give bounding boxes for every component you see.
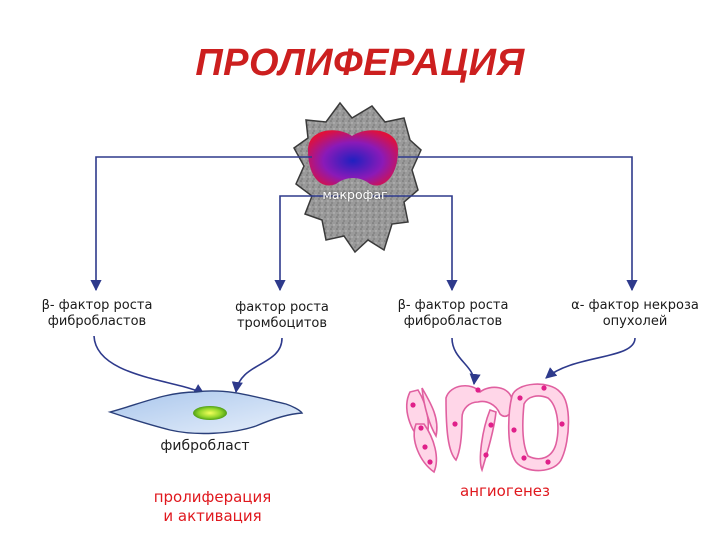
factor-line2: опухолей: [602, 314, 668, 329]
factor-beta-fibroblast-right: β- фактор роста фибробластов: [378, 298, 528, 330]
proliferation-line2: и активация: [163, 507, 262, 525]
macrophage-nucleus: [308, 130, 398, 186]
fibroblast-label: фибробласт: [160, 438, 250, 454]
beta-symbol: β: [41, 298, 50, 313]
angiogenesis-nuclei: [410, 385, 565, 465]
factor-line1: фактор роста: [235, 300, 329, 315]
factor-line1: - фактор некроза: [579, 298, 699, 313]
factor-line2: тромбоцитов: [236, 316, 328, 331]
beta-symbol: β: [397, 298, 406, 313]
factor-tnf-alpha: α- фактор некроза опухолей: [560, 298, 710, 330]
alpha-symbol: α: [571, 298, 580, 313]
factor-line2: фибробластов: [47, 314, 147, 329]
macrophage-cell: [293, 101, 422, 254]
macrophage-label: макрофаг: [322, 187, 388, 202]
angiogenesis-cells: [406, 383, 570, 474]
factor-line1: - фактор роста: [49, 298, 153, 313]
factor-line1: - фактор роста: [405, 298, 509, 313]
angiogenesis-label: ангиогенез: [460, 482, 550, 500]
connector-lines: [90, 156, 638, 395]
fibroblast-nucleus: [193, 406, 227, 420]
factor-line2: фибробластов: [403, 314, 503, 329]
factor-beta-fibroblast-left: β- фактор роста фибробластов: [22, 298, 172, 330]
page-title: ПРОЛИФЕРАЦИЯ: [195, 42, 525, 84]
proliferation-line1: пролиферация: [153, 488, 272, 506]
factor-platelet: фактор роста тромбоцитов: [212, 300, 352, 332]
fibroblast-cell: [107, 390, 304, 435]
proliferation-label: пролиферация и активация: [130, 488, 295, 526]
